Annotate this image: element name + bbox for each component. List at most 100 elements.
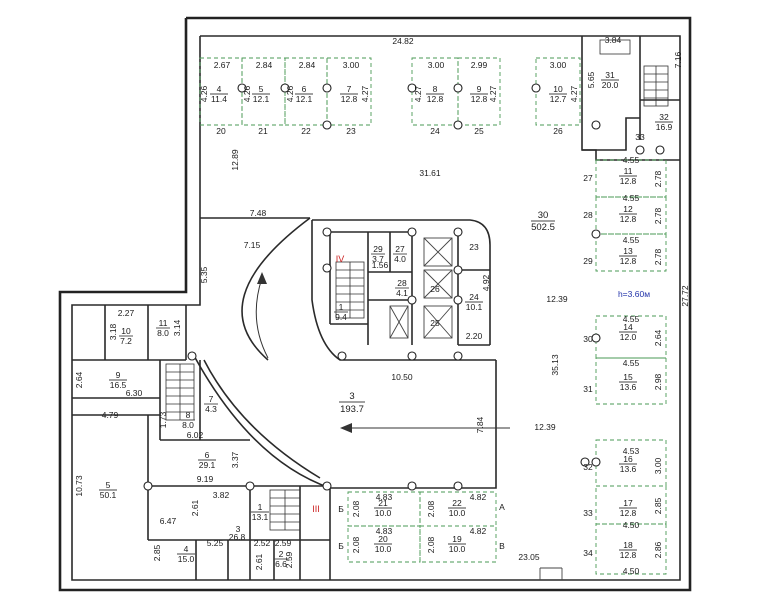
parking-bays-bottom: [347, 491, 497, 563]
svg-text:12: 12: [623, 204, 633, 214]
parking-number: 26: [553, 126, 563, 136]
parking-number: 20: [216, 126, 226, 136]
dimension: 6.47: [160, 516, 177, 526]
parking-bays-right: [595, 159, 667, 575]
room-label: 113.1: [251, 502, 269, 522]
parking-number: 30: [583, 334, 593, 344]
dimension: 4.26: [199, 85, 209, 102]
parking-number: 24: [430, 126, 440, 136]
parking-number: 31: [583, 384, 593, 394]
svg-text:8.0: 8.0: [157, 328, 169, 338]
svg-text:15: 15: [623, 372, 633, 382]
dimension: 3.00: [428, 60, 445, 70]
svg-text:24: 24: [469, 292, 479, 302]
svg-text:19: 19: [452, 534, 462, 544]
room-label: 19.4: [334, 302, 348, 322]
svg-text:12.8: 12.8: [341, 94, 358, 104]
svg-text:11.4: 11.4: [211, 94, 227, 104]
central-core: [311, 219, 491, 361]
dimension: 4.27: [569, 85, 579, 102]
room-label: 712.8: [340, 84, 358, 104]
dimension: 3.00: [550, 60, 567, 70]
svg-text:29: 29: [373, 244, 383, 254]
dimension: 24.82: [392, 36, 414, 46]
room-label: 74.3: [204, 394, 218, 414]
svg-text:1: 1: [258, 502, 263, 512]
row-mark: В: [499, 541, 505, 551]
svg-text:29.1: 29.1: [199, 460, 216, 470]
svg-text:26: 26: [430, 284, 440, 294]
left-wing-walls: [72, 305, 331, 580]
dimension: 2.08: [426, 536, 436, 553]
dimension: 2.20: [466, 331, 483, 341]
svg-text:21: 21: [378, 498, 388, 508]
row-mark: А: [499, 502, 505, 512]
row-mark: Б: [338, 541, 344, 551]
dimension: 3.14: [172, 319, 182, 336]
svg-text:8.0: 8.0: [182, 420, 194, 430]
svg-text:20.0: 20.0: [602, 80, 619, 90]
dimension: 1.56: [372, 260, 389, 270]
dimension: 5.35: [199, 266, 209, 283]
room-label: 415.0: [177, 544, 195, 564]
svg-text:12.8: 12.8: [620, 214, 637, 224]
svg-text:27: 27: [395, 244, 405, 254]
dimension: 5.25: [207, 538, 224, 548]
dimension: 27.72: [680, 285, 690, 307]
svg-text:12.7: 12.7: [550, 94, 567, 104]
dimension: 2.78: [653, 248, 663, 265]
room-label: 612.1: [295, 84, 313, 104]
svg-text:7: 7: [209, 394, 214, 404]
parking-number: 32: [583, 462, 593, 472]
svg-text:11: 11: [624, 166, 633, 176]
svg-text:3.7: 3.7: [372, 254, 384, 264]
dimension: 2.78: [653, 207, 663, 224]
dimension: 2.08: [351, 500, 361, 517]
svg-text:12.8: 12.8: [471, 94, 488, 104]
parking-number: 25: [474, 126, 484, 136]
dimension: 4.55: [623, 314, 640, 324]
dimension: 10.50: [391, 372, 413, 382]
dimension: 2.59: [284, 551, 294, 568]
dimension: 7.84: [475, 416, 485, 433]
dimension: 4.26: [242, 85, 252, 102]
svg-text:13.1: 13.1: [252, 512, 269, 522]
svg-text:2: 2: [279, 549, 284, 559]
svg-text:10.0: 10.0: [449, 544, 466, 554]
dimension: 2.85: [152, 544, 162, 561]
svg-text:32: 32: [659, 112, 669, 122]
dimension: 4.55: [623, 235, 640, 245]
dimension-labels: 24.82 2.67 2.84 2.84 3.00 3.00 2.99 3.00…: [74, 35, 690, 576]
dimension: 26.8: [229, 532, 246, 542]
room-label: 916.5: [109, 370, 127, 390]
room-label: 26.6: [274, 549, 288, 569]
svg-text:12.8: 12.8: [620, 176, 637, 186]
svg-text:7: 7: [347, 84, 352, 94]
dimension: 1.73: [158, 411, 168, 428]
svg-text:16: 16: [623, 454, 633, 464]
svg-text:8: 8: [186, 410, 191, 420]
dimension: 31.61: [419, 168, 441, 178]
dimension: 2.27: [118, 308, 135, 318]
svg-text:9: 9: [116, 370, 121, 380]
room-label: 550.1: [99, 480, 117, 500]
dimension: 4.50: [623, 566, 640, 576]
parking-number: 21: [258, 126, 268, 136]
svg-text:6: 6: [205, 450, 210, 460]
dimension: 4.27: [413, 85, 423, 102]
dimension: 2.64: [653, 329, 663, 346]
svg-text:12.1: 12.1: [253, 94, 270, 104]
dimension: 3.00: [653, 457, 663, 474]
svg-text:12.8: 12.8: [620, 550, 637, 560]
dimension: 2.52: [254, 538, 271, 548]
svg-text:15.0: 15.0: [178, 554, 195, 564]
